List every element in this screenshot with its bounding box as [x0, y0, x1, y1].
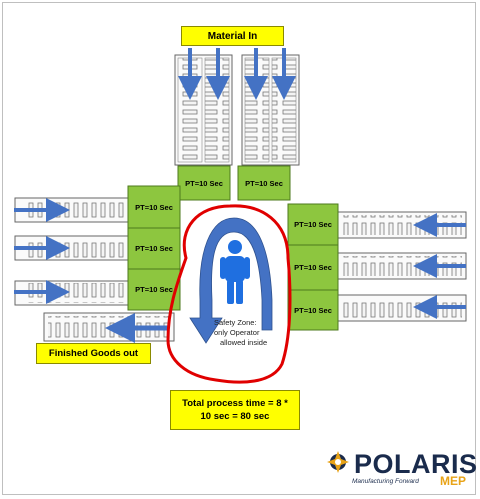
safety-zone-line-1: Safety Zone:: [214, 318, 257, 327]
diagram-frame: [2, 2, 476, 495]
station-left-1-label: PT=10 Sec: [135, 202, 173, 212]
operator-path-arrow: [189, 217, 273, 344]
process-time-box: Total process time = 8 * 10 sec = 80 sec: [170, 390, 300, 430]
finished-goods-conveyor: [43, 312, 175, 343]
station-left-3-label: PT=10 Sec: [135, 285, 173, 294]
safety-zone-line-2: only Operator: [214, 328, 260, 337]
logo-tagline: Manufacturing Forward: [352, 478, 419, 485]
station-right-2-label: PT=10 Sec: [294, 263, 332, 272]
safety-zone-outline: [166, 204, 292, 384]
station-right-1-label: PT=10 Sec: [294, 220, 332, 229]
station-top-right-label: PT=10 Sec: [245, 178, 283, 188]
material-in-arrows: [178, 48, 296, 100]
safety-zone-line-3: allowed inside: [220, 338, 268, 347]
right-input-arrows: [413, 213, 466, 319]
left-conveyors: [14, 197, 129, 306]
operator-icon: [220, 240, 250, 304]
top-conveyor-left: [174, 54, 233, 166]
polaris-logo: POLARIS Manufacturing Forward MEP: [330, 449, 478, 493]
top-conveyor-right: [241, 54, 300, 166]
station-top-left-label: PT=10 Sec: [185, 178, 223, 188]
process-time-line-1: Total process time = 8 *: [182, 398, 288, 409]
station-left-2-label: PT=10 Sec: [135, 244, 173, 253]
left-input-arrows: [14, 198, 70, 304]
finished-goods-label: Finished Goods out: [36, 343, 151, 364]
station-right-3-label: PT=10 Sec: [294, 305, 332, 315]
safety-zone-text: Safety Zone: only Operator allowed insid…: [214, 318, 284, 348]
logo-suffix: MEP: [440, 474, 467, 488]
material-in-label: Material In: [181, 26, 284, 46]
polaris-logo-icon: [327, 451, 349, 473]
process-time-line-2: 10 sec = 80 sec: [200, 411, 270, 422]
logo-name: POLARIS: [354, 449, 478, 479]
